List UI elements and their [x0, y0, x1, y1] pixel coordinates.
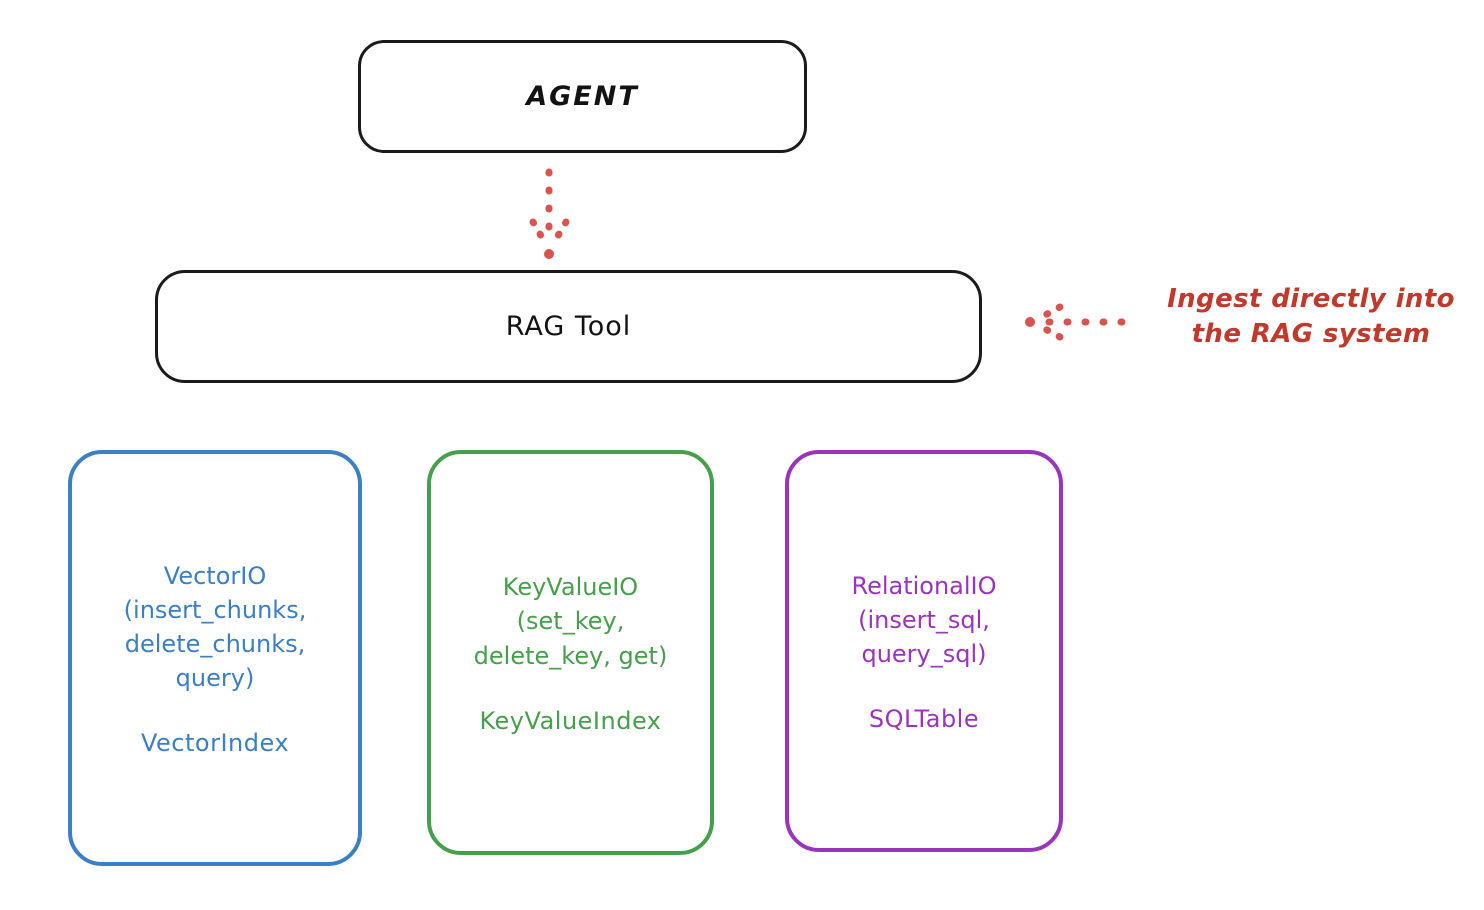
relational-store-node[interactable]: RelationalIO (insert_sql, query_sql) SQL…	[785, 450, 1063, 852]
keyvalue-store-content: KeyValueIO (set_key, delete_key, get) Ke…	[474, 570, 668, 734]
keyvalue-store-index: KeyValueIndex	[479, 706, 662, 735]
keyvalue-store-api: KeyValueIO (set_key, delete_key, get)	[473, 573, 668, 670]
agent-node[interactable]: AGENT	[358, 40, 807, 153]
rag-tool-node[interactable]: RAG Tool	[155, 270, 982, 383]
connector-agent-to-rag-tool	[529, 168, 570, 259]
relational-store-index: SQLTable	[868, 705, 980, 734]
agent-label: AGENT	[526, 81, 639, 112]
ingest-annotation-text: Ingest directly into the RAG system	[1167, 284, 1455, 350]
relational-store-api: RelationalIO (insert_sql, query_sql)	[851, 571, 997, 669]
connector-annotation-to-rag-tool	[1025, 303, 1126, 341]
rag-tool-label: RAG Tool	[505, 311, 632, 342]
vector-store-index: VectorIndex	[140, 729, 290, 758]
relational-store-content: RelationalIO (insert_sql, query_sql) SQL…	[851, 569, 996, 733]
vector-store-api: VectorIO (insert_chunks, delete_chunks, …	[123, 561, 307, 693]
vector-store-content: VectorIO (insert_chunks, delete_chunks, …	[124, 559, 307, 757]
keyvalue-store-node[interactable]: KeyValueIO (set_key, delete_key, get) Ke…	[427, 450, 714, 855]
vector-store-node[interactable]: VectorIO (insert_chunks, delete_chunks, …	[68, 450, 362, 866]
